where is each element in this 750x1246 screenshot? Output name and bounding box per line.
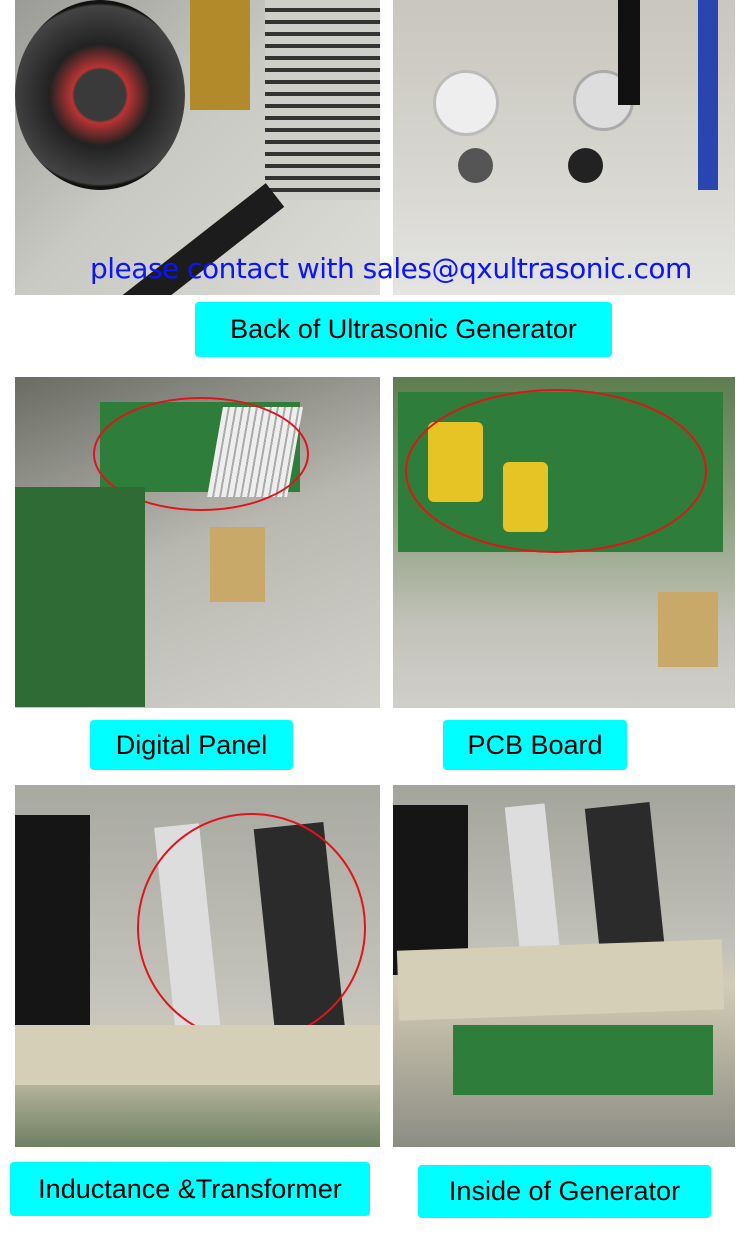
contact-email-watermark: please contact with sales@qxultrasonic.c… (90, 252, 692, 285)
insulation-board (15, 1025, 380, 1085)
caption-digital-panel: Digital Panel (90, 720, 293, 770)
photo-inside-generator (393, 785, 735, 1147)
output-connector (433, 70, 499, 136)
highlight-ellipse (137, 813, 366, 1042)
case-edge (698, 0, 718, 190)
vent-grille (265, 0, 380, 200)
transformer (658, 592, 718, 667)
power-cable (618, 0, 640, 105)
transformer (210, 527, 265, 602)
cooling-fan (393, 805, 468, 975)
photo-inductance-transformer (15, 785, 380, 1147)
caption-inside-generator: Inside of Generator (418, 1165, 711, 1218)
terminal-block (190, 0, 250, 110)
caption-inductance-transformer: Inductance &Transformer (10, 1162, 370, 1216)
remote-connector (458, 148, 493, 183)
photo-pcb-board (393, 377, 735, 708)
highlight-ellipse (93, 397, 309, 511)
caption-back: Back of Ultrasonic Generator (195, 302, 612, 357)
caption-pcb-board: PCB Board (443, 720, 627, 770)
highlight-ellipse (405, 389, 707, 553)
cooling-fan (15, 815, 90, 1025)
fuse-holder (568, 148, 603, 183)
cooling-fan (15, 0, 185, 190)
power-board (15, 487, 145, 707)
photo-generator-back-power (15, 0, 380, 295)
photo-generator-back-connectors (393, 0, 735, 295)
inductor-bracket (504, 803, 562, 967)
pcb (453, 1025, 713, 1095)
photo-digital-panel (15, 377, 380, 708)
insulation-board (396, 939, 725, 1021)
